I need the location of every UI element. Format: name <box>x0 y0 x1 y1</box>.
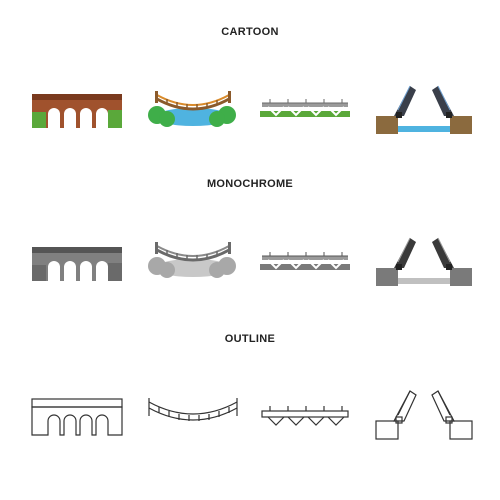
truss-bridge-icon-monochrome <box>260 252 350 270</box>
suspension-rope-bridge-icon-monochrome <box>148 242 236 278</box>
drawbridge-icon <box>376 85 472 134</box>
stone-arch-bridge-icon <box>32 94 122 128</box>
section-title-cartoon: CARTOON <box>221 26 279 38</box>
drawbridge-icon-monochrome <box>376 237 472 286</box>
section-title-monochrome: MONOCHROME <box>206 178 294 190</box>
suspension-rope-bridge-icon <box>148 91 236 127</box>
truss-bridge-icon-outline <box>261 406 349 426</box>
truss-bridge-icon <box>260 99 350 117</box>
drawbridge-icon-outline <box>375 390 473 440</box>
stone-arch-bridge-icon-outline <box>31 398 123 436</box>
section-title-outline: OUTLINE <box>224 333 276 345</box>
suspension-rope-bridge-icon-outline <box>148 398 238 421</box>
stone-arch-bridge-icon-monochrome <box>32 247 122 281</box>
